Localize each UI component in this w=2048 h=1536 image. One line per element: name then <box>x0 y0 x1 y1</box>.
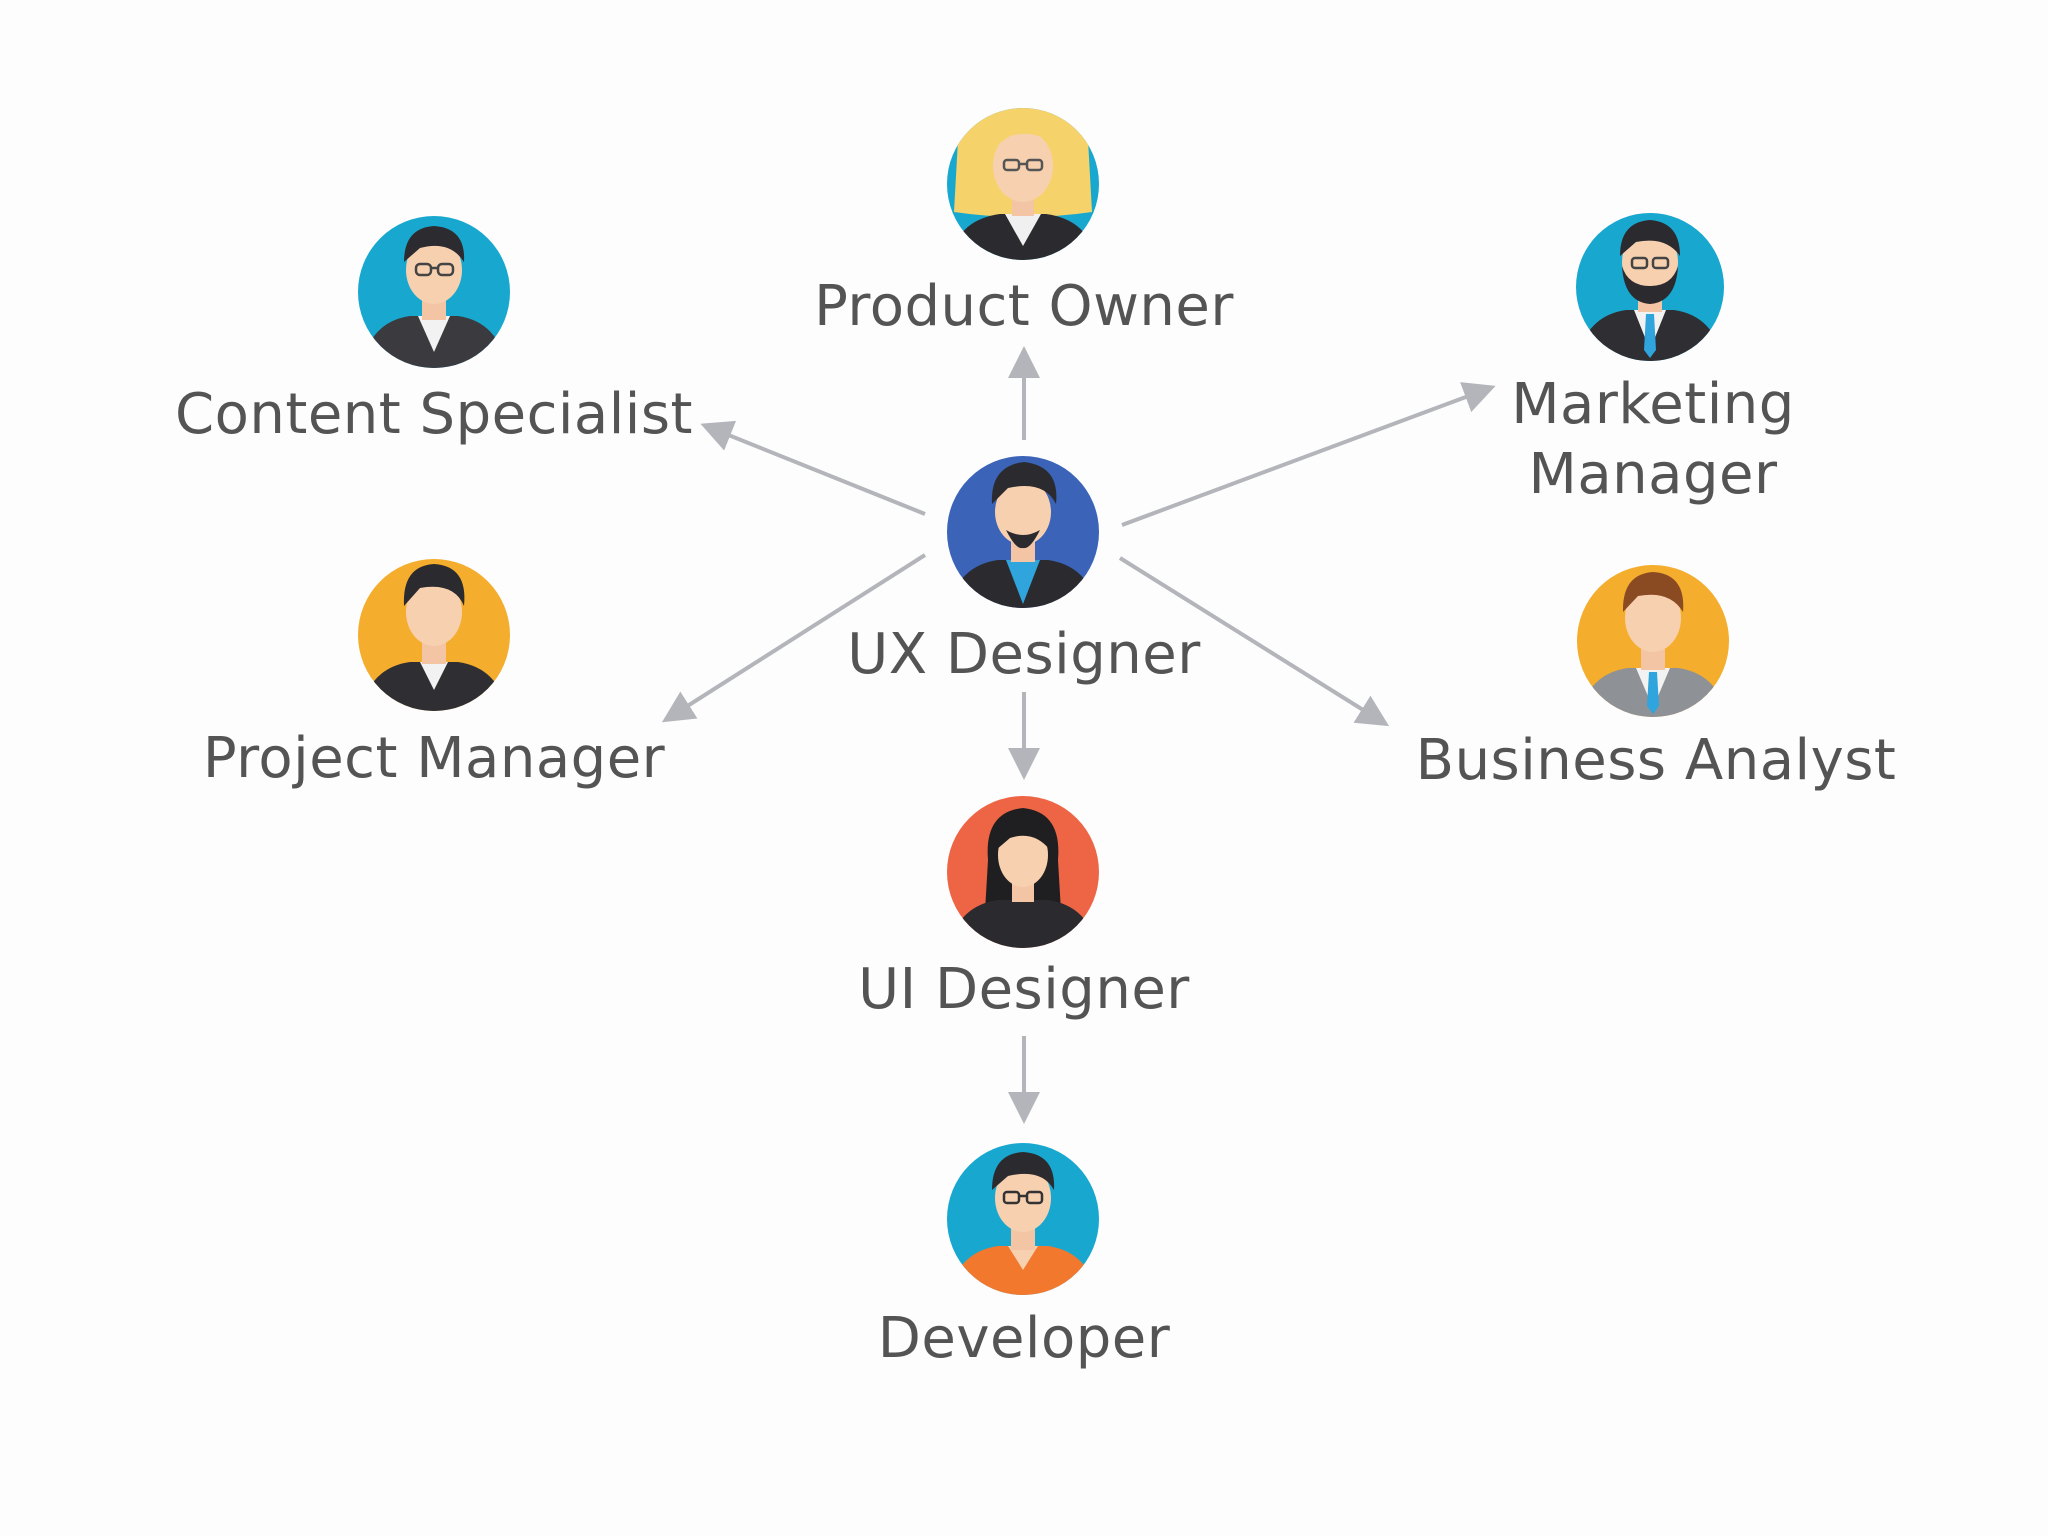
marketing-manager-label-line-1: Marketing <box>1511 370 1795 440</box>
business-analyst-label: Business Analyst <box>1416 726 1897 796</box>
ui-designer-avatar-icon <box>947 796 1099 952</box>
ux-designer-avatar-icon <box>947 456 1099 612</box>
arrow-ux-to-marketing-manager <box>1122 388 1490 525</box>
marketing-manager-label: Marketing Manager <box>1511 370 1795 510</box>
content-specialist-label: Content Specialist <box>175 380 693 450</box>
developer-avatar-icon <box>947 1143 1099 1299</box>
project-manager-label: Project Manager <box>203 724 665 794</box>
business-analyst-avatar-icon <box>1577 565 1729 721</box>
product-owner-avatar-icon <box>947 100 1099 262</box>
content-specialist-avatar-icon <box>358 216 510 372</box>
product-owner-label: Product Owner <box>814 272 1234 342</box>
marketing-manager-avatar-icon <box>1576 213 1724 365</box>
ux-designer-label: UX Designer <box>847 620 1200 690</box>
developer-label: Developer <box>878 1304 1171 1374</box>
ui-designer-label: UI Designer <box>858 955 1190 1025</box>
project-manager-avatar-icon <box>358 559 510 715</box>
arrow-ux-to-content-specialist <box>706 426 925 514</box>
marketing-manager-label-line-2: Manager <box>1529 440 1778 510</box>
